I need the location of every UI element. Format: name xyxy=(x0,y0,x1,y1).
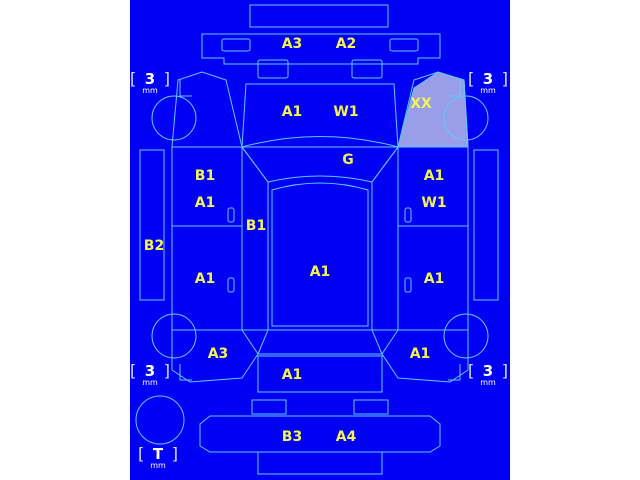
tread-front-left: [ 3 mm ] xyxy=(130,70,170,100)
tread-value: 3 xyxy=(482,70,494,88)
code-rear-door-left: A1 xyxy=(194,271,216,287)
hood xyxy=(241,83,399,148)
front-fender-left xyxy=(171,71,243,148)
front-left-handle xyxy=(227,207,235,223)
front-fog-left xyxy=(221,38,251,52)
tread-front-right: [ 3 mm ] xyxy=(468,70,508,100)
front-left-arch xyxy=(179,80,192,97)
tread-unit: mm xyxy=(142,86,158,95)
code-windshield: G xyxy=(342,152,354,168)
tread-unit: mm xyxy=(142,378,158,387)
rear-bumper xyxy=(199,415,441,453)
rear-left-handle xyxy=(227,277,235,293)
car-condition-diagram: A3 A2 A1 W1 XX G B1 A1 B1 A1 W1 B2 A1 A1… xyxy=(130,0,510,480)
left-rocker xyxy=(139,149,165,301)
code-front-door-left-b: B1 xyxy=(194,168,216,184)
rear-left-wheel xyxy=(151,313,197,359)
rear-window xyxy=(257,329,383,355)
tread-value: 3 xyxy=(144,362,156,380)
bracket-left: [ xyxy=(138,444,145,463)
spare-tire-indicator: [ T mm ] xyxy=(138,445,178,475)
tread-rear-left: [ 3 mm ] xyxy=(130,362,170,392)
tread-unit: mm xyxy=(480,378,496,387)
front-fender-right-highlight xyxy=(397,71,469,148)
code-rear-bumper-right: A4 xyxy=(335,429,357,445)
front-lamp-left xyxy=(257,59,289,79)
code-front-door-right-w: W1 xyxy=(421,195,447,211)
code-a-pillar-left: B1 xyxy=(245,218,267,234)
car-outline xyxy=(135,4,499,475)
code-roof: A1 xyxy=(309,264,331,280)
front-right-wheel xyxy=(443,95,489,141)
code-rear-fender-left: A3 xyxy=(207,346,229,362)
bracket-right: ] xyxy=(171,444,178,463)
front-left-wheel xyxy=(151,95,197,141)
rear-plate xyxy=(257,451,383,475)
front-bumper xyxy=(201,33,441,65)
trunk xyxy=(257,355,383,393)
bracket-left: [ xyxy=(130,69,137,88)
front-fender-right xyxy=(397,71,469,148)
code-front-door-right-a: A1 xyxy=(423,168,445,184)
bracket-right: ] xyxy=(501,69,508,88)
front-lamp-right xyxy=(351,59,383,79)
rear-fender-right xyxy=(381,329,469,383)
code-rear-bumper-left: B3 xyxy=(281,429,303,445)
front-plate xyxy=(249,4,389,28)
spare-unit: mm xyxy=(150,461,166,470)
code-hood-left: A1 xyxy=(281,104,303,120)
tread-value: 3 xyxy=(482,362,494,380)
bracket-right: ] xyxy=(501,361,508,380)
spare-value: T xyxy=(152,445,164,463)
bracket-left: [ xyxy=(468,361,475,380)
a-pillar-right xyxy=(371,146,399,331)
right-rocker xyxy=(473,149,499,301)
tread-unit: mm xyxy=(480,86,496,95)
rear-fender-left xyxy=(171,329,259,383)
tread-rear-right: [ 3 mm ] xyxy=(468,362,508,392)
code-front-door-left-a: A1 xyxy=(194,195,216,211)
code-front-bumper-left: A3 xyxy=(281,36,303,52)
tread-value: 3 xyxy=(144,70,156,88)
windshield xyxy=(241,136,399,183)
bracket-right: ] xyxy=(163,361,170,380)
rear-lamp-right xyxy=(353,399,389,415)
roof xyxy=(271,182,369,327)
bracket-left: [ xyxy=(130,361,137,380)
code-front-fender-right: XX xyxy=(410,96,432,112)
rear-left-arch xyxy=(179,364,192,381)
spare-tire xyxy=(135,395,185,445)
front-right-handle xyxy=(404,207,412,223)
rear-right-handle xyxy=(404,277,412,293)
code-front-bumper-right: A2 xyxy=(335,36,357,52)
a-pillar-left xyxy=(241,146,269,331)
front-fog-right xyxy=(389,38,419,52)
rear-right-arch xyxy=(448,364,461,381)
rear-lamp-left xyxy=(251,399,287,415)
bracket-right: ] xyxy=(163,69,170,88)
code-rocker-left: B2 xyxy=(143,238,165,254)
bracket-left: [ xyxy=(468,69,475,88)
code-trunk: A1 xyxy=(281,367,303,383)
code-rear-door-right: A1 xyxy=(423,271,445,287)
front-right-arch xyxy=(448,80,461,97)
code-rear-fender-right: A1 xyxy=(409,346,431,362)
rear-right-wheel xyxy=(443,313,489,359)
code-hood-right: W1 xyxy=(333,104,359,120)
